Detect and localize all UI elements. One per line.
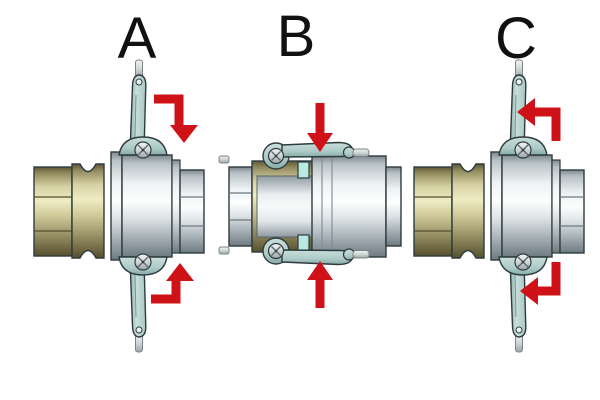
coupler-end-cap xyxy=(385,166,402,247)
gasket-bottom xyxy=(297,234,310,252)
left-top-stub-pin xyxy=(218,155,230,164)
top-arm-ring-pin xyxy=(352,148,370,157)
arrow-shaft xyxy=(154,94,184,127)
panel-a: A xyxy=(33,6,205,353)
press-up-arrow-icon xyxy=(307,261,333,308)
arrow-head xyxy=(517,98,535,126)
panel-b-label: B xyxy=(277,4,316,69)
rotate-down-then-left-arrow-icon xyxy=(520,262,561,305)
rotate-right-then-up-arrow-icon xyxy=(151,263,194,304)
bottom-arm-lever xyxy=(281,249,354,266)
panel-b: B xyxy=(218,4,402,308)
arrow-shaft xyxy=(151,280,181,304)
arrow-head xyxy=(170,125,198,143)
adapter-hex-end xyxy=(228,166,253,247)
left-bottom-stub-pin xyxy=(218,246,230,255)
bottom-cam-screw xyxy=(267,242,285,260)
arrow-head xyxy=(307,261,333,280)
top-cam-arm-closed xyxy=(262,141,370,170)
rotate-up-then-left-arrow-icon xyxy=(517,98,561,141)
top-cam-screw xyxy=(267,147,285,165)
panel-c: C xyxy=(413,6,585,353)
arrow-shaft xyxy=(537,262,561,296)
open-coupling-c xyxy=(413,59,585,353)
adapter-hex-flat-lines xyxy=(229,192,252,221)
bottom-cam-arm-closed xyxy=(262,237,370,266)
arrow-head xyxy=(166,263,194,281)
bottom-arm-ring-pin xyxy=(352,250,370,259)
inner-bore xyxy=(256,175,319,238)
gasket-top xyxy=(297,161,310,179)
arrow-shaft xyxy=(534,107,561,141)
connected-coupling xyxy=(218,141,402,266)
rotate-right-then-down-arrow-icon xyxy=(154,94,198,143)
coupler-step-lines xyxy=(321,156,333,257)
press-down-arrow-icon xyxy=(307,103,333,152)
arrow-head xyxy=(520,277,538,305)
arrow-head xyxy=(307,133,333,152)
coupler-body xyxy=(311,155,387,258)
